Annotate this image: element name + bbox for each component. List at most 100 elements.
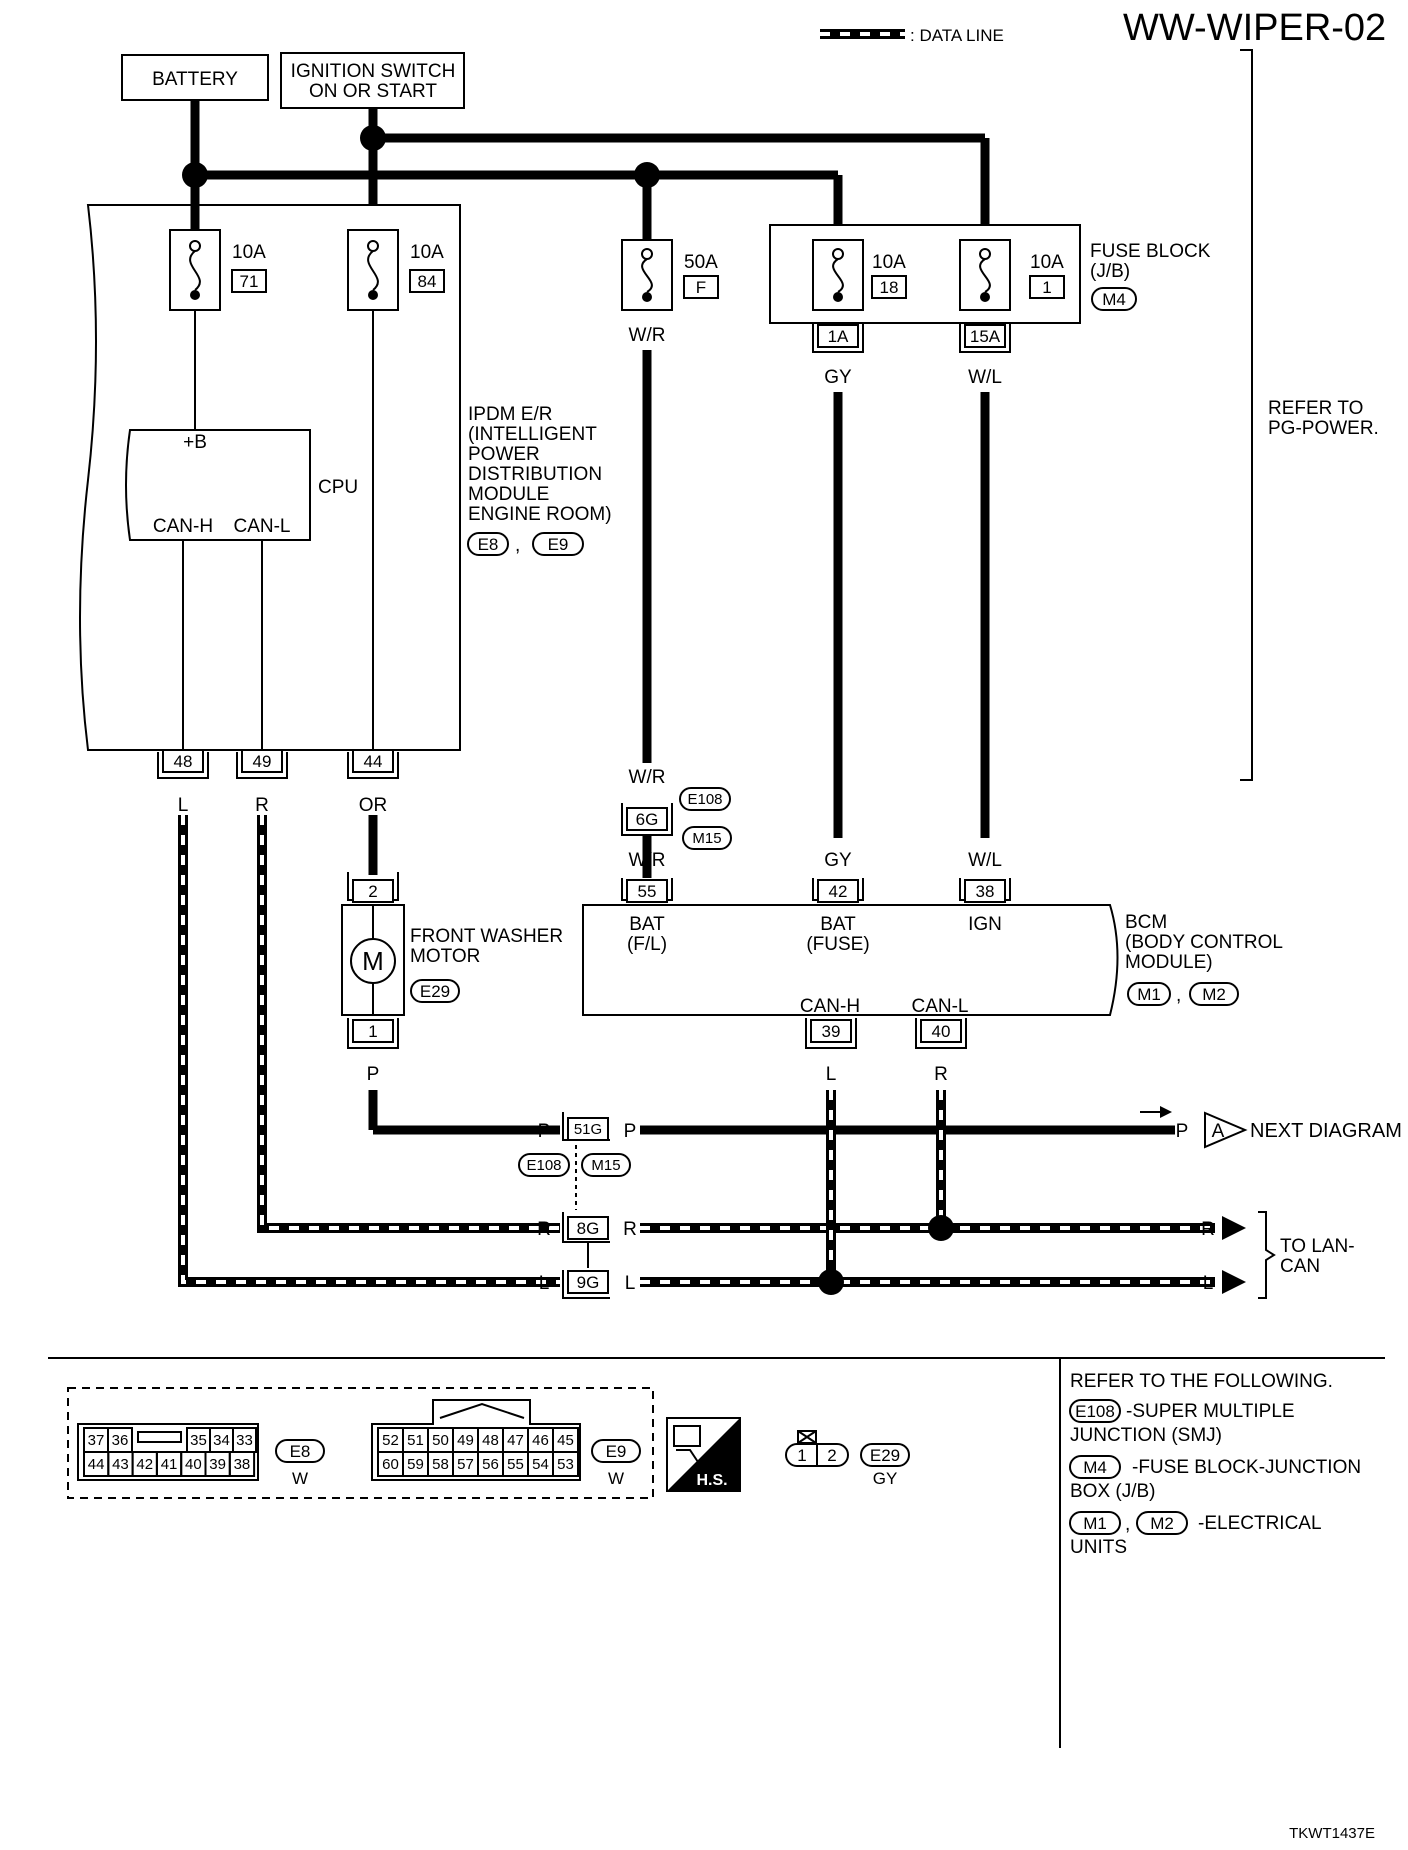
svg-text:71: 71 [240,272,259,291]
svg-text:E108: E108 [1075,1402,1115,1421]
svg-text:40: 40 [932,1022,951,1041]
svg-text:,: , [515,535,520,556]
svg-text:W/R: W/R [629,850,666,871]
can-data-lines [178,815,1246,1295]
svg-text:IGN: IGN [968,914,1002,935]
svg-text:2: 2 [827,1446,836,1465]
svg-text:R: R [255,795,269,816]
battery-box: BATTERY [121,54,269,101]
e9-pin-label: 58 [432,1456,449,1473]
ipdm-connector-e9: E9 [532,532,584,556]
svg-text:48: 48 [174,752,193,771]
svg-text:49: 49 [253,752,272,771]
svg-text:2: 2 [368,882,377,901]
e8-pin-label: 36 [112,1432,129,1449]
smj-51g: 51G [562,1112,610,1141]
svg-text:P: P [624,1121,637,1142]
jb-pin-15a: 15A [959,323,1011,353]
e9-pin-label: 47 [507,1432,524,1449]
svg-text:E29: E29 [870,1446,900,1465]
svg-text:F: F [696,278,706,297]
e9-pin-label: 45 [557,1432,574,1449]
e8-pin-label: 43 [112,1456,129,1473]
svg-text:51G: 51G [574,1121,602,1138]
data-line-legend-label: : DATA LINE [910,26,1004,45]
ipdm-pin-48: 48 [157,749,209,779]
bcm-outline [582,904,1119,1016]
svg-text:GY: GY [824,367,852,388]
svg-text:39: 39 [822,1022,841,1041]
e9-pin-label: 53 [557,1456,574,1473]
washer-motor-pin-1: 1 [347,1018,399,1049]
e8-pin-label: 34 [213,1432,230,1449]
svg-text:M15: M15 [692,830,721,847]
svg-text:H.S.: H.S. [696,1472,727,1489]
svg-text:W/L: W/L [968,367,1002,388]
svg-text:R: R [537,1219,551,1240]
svg-text:E8: E8 [290,1442,311,1461]
svg-text:6G: 6G [636,810,659,829]
e9-pin-label: 49 [457,1432,474,1449]
svg-text:OR: OR [359,795,388,816]
svg-text:P: P [1176,1121,1189,1142]
ipdm-er-label: IPDM E/R (INTELLIGENT POWER DISTRIBUTION… [468,404,612,525]
e9-pin-label: 57 [457,1456,474,1473]
diagram-title: WW-WIPER-02 [1123,7,1386,49]
e9-pin-label: 56 [482,1456,499,1473]
svg-text:W/L: W/L [968,850,1002,871]
e9-pin-label: 46 [532,1432,549,1449]
svg-text:10A: 10A [872,252,906,273]
svg-text:E9: E9 [606,1442,627,1461]
e8-pin-label: 40 [185,1456,202,1473]
fuse-84: 10A 84 [347,229,445,311]
e9-pin [552,1451,579,1477]
svg-text:M2: M2 [1202,985,1226,1004]
e8-pin-label: 38 [234,1456,251,1473]
e8-pin-label: 41 [161,1456,178,1473]
washer-motor-connector-e29: E29 [410,979,460,1003]
svg-text:A: A [1212,1121,1225,1142]
svg-text:1: 1 [797,1446,806,1465]
smj-51g-m15: M15 [581,1153,631,1177]
svg-text:M4: M4 [1102,290,1126,309]
svg-text:,: , [1176,985,1181,1006]
ipdm-pin-49: 49 [236,749,288,779]
svg-text:44: 44 [364,752,383,771]
e9-pin-label: 59 [407,1456,424,1473]
e9-pin-label: 48 [482,1432,499,1449]
svg-text:W: W [292,1469,308,1488]
e8-pin-label: 39 [209,1456,226,1473]
svg-text:10A: 10A [1030,252,1064,273]
bcm-connector-m2: M2 [1189,982,1239,1006]
e9-pin-label: 50 [432,1432,449,1449]
svg-text:M2: M2 [1150,1514,1174,1533]
svg-text:L: L [826,1064,837,1085]
svg-text:42: 42 [829,882,848,901]
e8-pin-label: 42 [136,1456,153,1473]
svg-text:R: R [623,1219,637,1240]
washer-motor-pin-2: 2 [347,872,399,903]
svg-text:M15: M15 [591,1157,620,1174]
svg-text:L: L [1203,1273,1214,1294]
e8-blank-slot [137,1431,182,1443]
e8-pin-label: 44 [88,1456,105,1473]
e8-pin-label: 33 [236,1432,253,1449]
fuse-f: 50A F [621,239,719,311]
svg-text:L: L [539,1273,550,1294]
svg-text:W: W [608,1469,624,1488]
svg-text:9G: 9G [577,1273,600,1292]
svg-text:CAN-H: CAN-H [153,516,213,537]
pg-power-bracket [1240,49,1253,781]
e9-pin-label: 60 [382,1456,399,1473]
lan-can-bracket [1258,1211,1276,1299]
next-diagram-connector: A [1140,1106,1248,1149]
fuse-block-connector-m4: M4 [1091,287,1137,311]
svg-text:E108: E108 [687,791,722,808]
svg-text:15A: 15A [970,327,1001,346]
